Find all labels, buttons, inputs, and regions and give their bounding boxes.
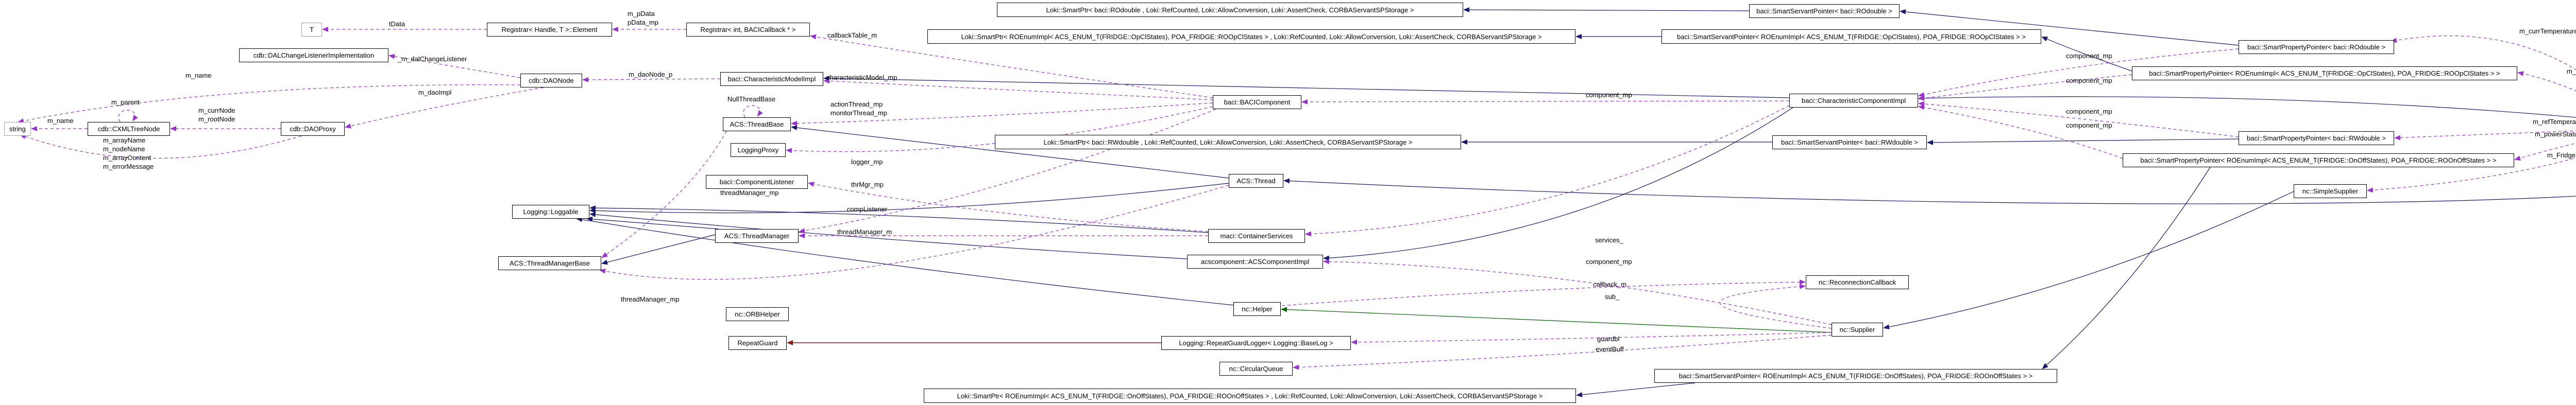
- class-node-daonode[interactable]: cdb::DAONode: [520, 74, 582, 87]
- class-node-containersvc[interactable]: maci::ContainerServices: [1208, 229, 1305, 243]
- edge-fridgecontrol-to-spp_opcl: [2517, 71, 2576, 92]
- edge-supplier-to-reconn: [1720, 284, 1832, 329]
- class-node-charmodel[interactable]: baci::CharacteristicModelImpl: [720, 72, 823, 86]
- edge-daonode-to-dal: [388, 54, 521, 78]
- edge-fridgecontrol-to-cci: [1918, 95, 2576, 118]
- edge-bacicomp-to-charmodel: [823, 78, 1213, 100]
- class-node-cci[interactable]: baci::CharacteristicComponentImpl: [1789, 94, 1918, 108]
- edge-containersvc-to-complistener: [808, 181, 1209, 232]
- class-node-ssp_ro[interactable]: baci::SmartServantPointer< baci::ROdoubl…: [1749, 4, 1900, 18]
- class-node-loki_onoff[interactable]: Loki::SmartPtr< ROEnumImpl< ACS_ENUM_T(F…: [924, 389, 1576, 403]
- edge-supplier-to-rgl: [1351, 332, 1832, 345]
- class-node-reg_element[interactable]: Registrar< Handle, T >::Element: [487, 23, 612, 37]
- edge-charmodel-to-daonode: [582, 77, 721, 82]
- class-node-circq[interactable]: nc::CircularQueue: [1219, 362, 1293, 376]
- class-node-supplier[interactable]: nc::Supplier: [1832, 323, 1883, 337]
- class-node-ssp_onoff[interactable]: baci::SmartServantPointer< ROEnumImpl< A…: [1654, 369, 2057, 383]
- edge-spp_rw-to-cci: [1918, 101, 2239, 137]
- edge-spp_opcl-to-cci: [1918, 74, 2132, 101]
- class-node-helper[interactable]: nc::Helper: [1233, 302, 1281, 316]
- class-node-string: string: [4, 122, 31, 136]
- edge-threadmgr-to-loggable: [586, 216, 719, 230]
- class-node-spp_rw[interactable]: baci::SmartPropertyPointer< baci::RWdoub…: [2239, 131, 2394, 145]
- class-node-daoproxy[interactable]: cdb::DAOProxy: [281, 122, 345, 136]
- class-node-cxml[interactable]: cdb::CXMLTreeNode: [88, 122, 170, 136]
- edge-simplesupplier-to-supplier: [1883, 191, 2294, 330]
- class-node-reg_int[interactable]: Registrar< int, BACICallback * >: [686, 23, 810, 37]
- class-node-threadmgr[interactable]: ACS::ThreadManager: [715, 229, 799, 243]
- edge-thread-to-tmb: [599, 185, 1229, 280]
- edge-fridgecontrol-to-spp_rw: [2394, 130, 2576, 140]
- edge-daonode-to-string: [18, 84, 521, 124]
- class-node-threadbase[interactable]: ACS::ThreadBase: [723, 117, 791, 131]
- class-node-rgl[interactable]: Logging::RepeatGuardLogger< Logging::Bas…: [1161, 336, 1351, 350]
- edge-threadbase-to-tmb: [601, 131, 727, 258]
- edge-helper-to-loggable: [576, 217, 1234, 306]
- edge-threadmgr-to-tmb: [601, 234, 716, 265]
- class-node-thread[interactable]: ACS::Thread: [1229, 174, 1283, 188]
- class-node-loki_opcl[interactable]: Loki::SmartPtr< ROEnumImpl< ACS_ENUM_T(F…: [927, 29, 1575, 44]
- edge-ssp_ro-to-loki_ro: [1463, 7, 1750, 13]
- edge-daoproxy-to-string: [20, 134, 302, 159]
- edge-containersvc-to-loggable: [589, 205, 1209, 233]
- class-node-loggingproxy[interactable]: LoggingProxy: [731, 143, 786, 157]
- edge-supplier-to-acscomp: [1323, 259, 1832, 325]
- edge-spp_rw-to-ssp_rw: [1927, 138, 2239, 145]
- edge-threadbase-to-threadbase: [743, 105, 763, 118]
- edge-cci-to-charmodel: [823, 76, 1790, 98]
- edge-bacicomp-to-loggingproxy: [786, 106, 1213, 153]
- edge-fridgecontrol-to-simplesupplier: [2367, 157, 2576, 193]
- class-node-dal[interactable]: cdb::DALChangeListenerImplementation: [239, 48, 388, 62]
- edge-bacicomp-to-threadmgr: [799, 109, 1216, 234]
- class-node-ssp_opcl[interactable]: baci::SmartServantPointer< ROEnumImpl< A…: [1662, 29, 2041, 44]
- edge-bacicomp-to-reg_int: [810, 34, 1213, 98]
- class-node-loki_rw[interactable]: Loki::SmartPtr< baci::RWdouble , Loki::R…: [995, 135, 1461, 149]
- edge-daonode-to-daoproxy: [345, 87, 544, 129]
- class-node-tmb[interactable]: ACS::ThreadManagerBase: [498, 256, 601, 270]
- class-node-t: T: [301, 23, 322, 37]
- class-node-loki_ro[interactable]: Loki::SmartPtr< baci::ROdouble , Loki::R…: [997, 3, 1463, 17]
- class-node-repeatguard[interactable]: RepeatGuard: [728, 336, 787, 350]
- edge-bacicomp-to-threadbase: [791, 102, 1213, 126]
- class-node-spp_opcl[interactable]: baci::SmartPropertyPointer< ROEnumImpl< …: [2132, 66, 2517, 80]
- edge-cci-to-containersvc: [1305, 105, 1790, 237]
- edge-ssp_onoff-to-loki_onoff: [1576, 382, 1696, 397]
- class-node-bacicomp[interactable]: baci::BACIComponent: [1213, 95, 1301, 109]
- edge-fridgethread-to-thread: [1283, 178, 2576, 204]
- edge-acscomp-to-loggable: [589, 212, 1188, 259]
- class-node-simplesupplier[interactable]: nc::SimpleSupplier: [2294, 184, 2367, 198]
- edge-spp_onoff-to-ssp_onoff: [2042, 167, 2211, 369]
- edge-spp_onoff-to-cci: [1918, 104, 2123, 159]
- class-node-spp_ro[interactable]: baci::SmartPropertyPointer< baci::ROdoub…: [2239, 40, 2394, 54]
- class-node-reconn[interactable]: nc::ReconnectionCallback: [1806, 275, 1909, 289]
- class-node-orbhelper[interactable]: nc::ORBHelper: [726, 307, 789, 321]
- edge-thread-to-loggable: [589, 183, 1229, 214]
- class-node-complistener[interactable]: baci::ComponentListener: [706, 175, 808, 189]
- edge-supplier-to-circq: [1293, 334, 1832, 370]
- class-node-loggable[interactable]: Logging::Loggable: [512, 205, 589, 219]
- edge-cxml-to-cxml: [118, 110, 138, 122]
- edge-cci-to-bacicomp: [1301, 99, 1790, 104]
- edge-spp_opcl-to-ssp_opcl: [2041, 37, 2132, 72]
- edge-thread-to-threadbase: [791, 125, 1229, 179]
- class-node-spp_onoff[interactable]: baci::SmartPropertyPointer< ROEnumImpl< …: [2123, 153, 2514, 167]
- edge-supplier-to-helper: [1281, 307, 1832, 333]
- class-node-acscomp[interactable]: acscomponent::ACSComponentImpl: [1187, 255, 1323, 269]
- edge-cci-to-acscomp: [1323, 107, 1793, 261]
- edge-fridgecontrol-to-spp_onoff: [2514, 143, 2576, 161]
- edge-helper-to-reconn: [1281, 279, 1806, 306]
- class-node-ssp_rw[interactable]: baci::SmartServantPointer< baci::RWdoubl…: [1772, 135, 1927, 149]
